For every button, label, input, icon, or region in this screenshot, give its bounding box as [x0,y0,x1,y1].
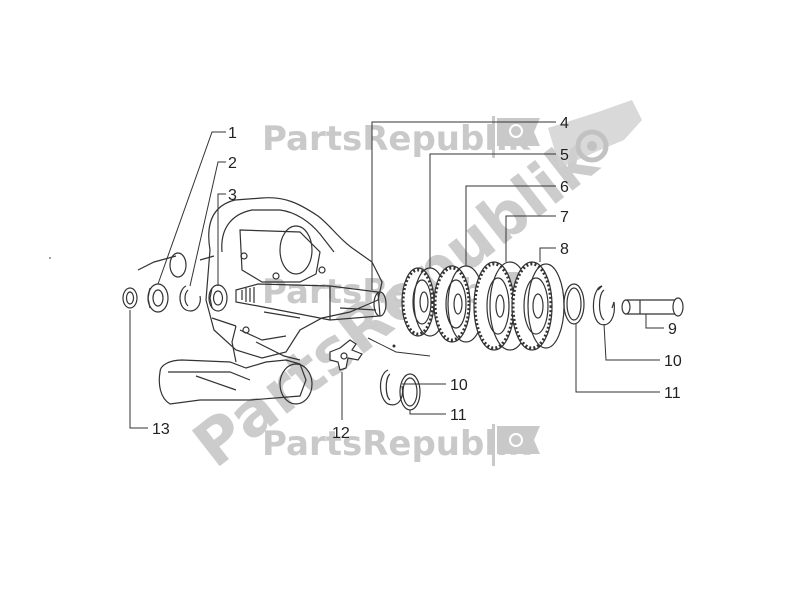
callout-12: 12 [332,425,350,442]
callout-10-right: 10 [664,353,682,370]
callout-1: 1 [228,125,237,142]
lower-tube [158,325,313,405]
marker-dot [392,344,396,348]
callout-8: 8 [560,241,569,258]
callout-4: 4 [560,115,569,132]
callout-3: 3 [228,187,237,204]
watermark-large-gear-icon [575,129,609,163]
callout-5: 5 [560,147,569,164]
watermark-top-text: PartsRepublik [262,119,532,159]
watermark-gear-icon [509,433,523,447]
part-11-lower-ring [399,373,421,411]
callout-7: 7 [560,209,569,226]
watermark-flag-icon [497,426,540,454]
callout-2: 2 [228,155,237,172]
part-10-lower-circlip [379,369,404,406]
callout-11-right: 11 [664,385,681,402]
part-9-pin [621,297,684,317]
watermark-gear-icon [509,124,523,138]
stray-dot [49,257,51,259]
part-11-ring [563,283,585,325]
callout-13: 13 [152,421,170,438]
part-5-gear [401,267,447,337]
callout-11-lower: 11 [450,407,467,424]
watermark-bottom-text: PartsRepublik [262,424,532,464]
watermark-top: PartsRepublik [262,116,540,159]
callout-10-lower: 10 [450,377,468,394]
part-3-bearing [208,284,228,312]
part-2-circlip [179,285,201,312]
callout-9: 9 [668,321,677,338]
part-6-gear [433,265,485,343]
watermark-flag-pole [492,116,495,158]
callout-6: 6 [560,179,569,196]
leader-lines [129,121,664,429]
watermark-flag-pole [492,424,495,466]
part-8-gear [511,261,565,351]
watermark-large-flag [548,100,642,168]
part-13-seal [122,287,138,309]
gearbox-housing [137,197,387,359]
watermark-flag-icon [497,118,540,146]
watermark-bottom: PartsRepublik [262,424,540,466]
part-12-cross [329,339,363,371]
callout-labels: 1 2 3 4 5 6 7 8 9 10 11 10 11 12 13 [152,115,682,442]
part-1-bearing [147,283,169,313]
part-10-circlip [592,285,615,326]
